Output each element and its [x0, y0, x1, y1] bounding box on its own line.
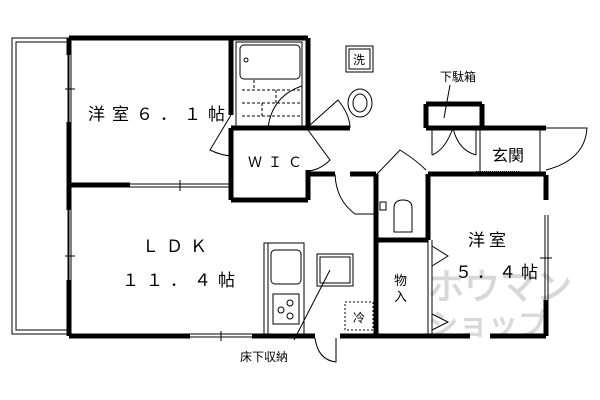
- washer-label: 洗: [353, 53, 366, 67]
- room-western-2-name: 洋室: [468, 231, 510, 251]
- ldk-size-label: １１．４帖: [122, 271, 242, 291]
- storage-label: 物入: [394, 274, 408, 305]
- ldk-label: ＬＤＫ: [142, 237, 214, 257]
- balcony-outline: [11, 37, 70, 335]
- fridge-label: 冷: [353, 311, 366, 325]
- room-western-2-size: ５．４帖: [455, 263, 543, 283]
- shoe-cabinet-label: 下駄箱: [440, 70, 477, 84]
- room-western-1-label: 洋室６．１帖: [88, 105, 232, 125]
- underfloor-storage-label: 床下収納: [240, 350, 289, 364]
- wic-label: ＷＩＣ: [248, 155, 308, 171]
- entrance-label: 玄関: [492, 146, 525, 165]
